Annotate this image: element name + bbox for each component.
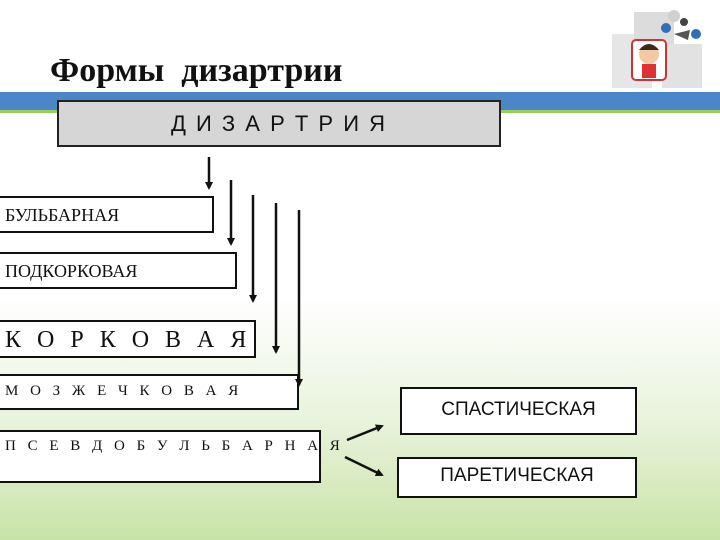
subtype-spastic: СПАСТИЧЕСКАЯ: [400, 387, 637, 435]
arrow-to-paretic: [344, 455, 384, 477]
form-cerebellar: М О З Ж Е Ч К О В А Я: [0, 374, 299, 410]
form-bulbar: БУЛЬБАРНАЯ: [0, 196, 214, 233]
form-subcortical: ПОДКОРКОВАЯ: [0, 252, 237, 289]
page-title: Формы дизартрии: [50, 52, 343, 89]
arrow-to-spastic: [346, 424, 384, 442]
dysarthria-box: Д И З А Р Т Р И Я: [57, 100, 501, 147]
subtype-paretic: ПАРЕТИЧЕСКАЯ: [397, 457, 637, 498]
puzzle-logo-icon: [612, 10, 702, 88]
form-cortical: К О Р К О В А Я: [0, 320, 256, 358]
top-band: [0, 0, 720, 20]
form-pseudobulbar: П С Е В Д О Б У Л Ь Б А Р Н А Я: [0, 430, 340, 483]
